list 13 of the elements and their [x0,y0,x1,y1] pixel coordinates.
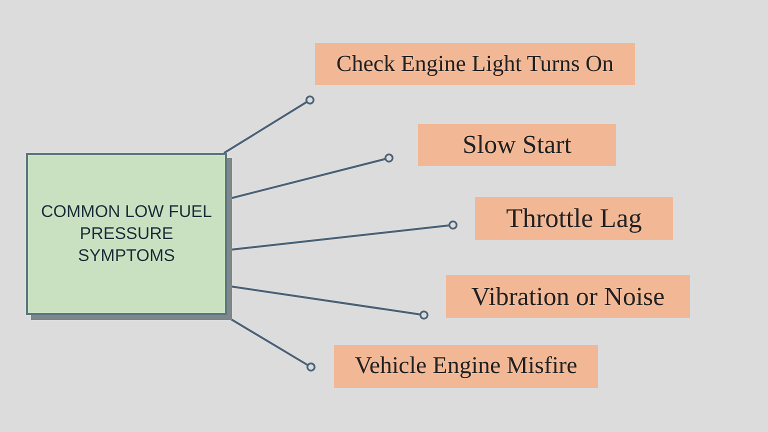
symptom-text: Vibration or Noise [471,282,665,312]
symptom-box [475,197,673,240]
symptom-text: Vehicle Engine Misfire [354,352,578,380]
connector-line [223,96,314,154]
symptom-text: Slow Start [462,130,572,160]
symptom-box [446,275,690,318]
symptom-box [315,43,635,85]
symptom-box [334,345,598,388]
symptom-text: Throttle Lag [506,202,642,234]
connector-line [228,317,316,372]
topic-title: COMMON LOW FUEL PRESSURE SYMPTOMS [40,200,213,268]
symptom-box [418,124,616,166]
symptom-text: Check Engine Light Turns On [336,50,614,78]
